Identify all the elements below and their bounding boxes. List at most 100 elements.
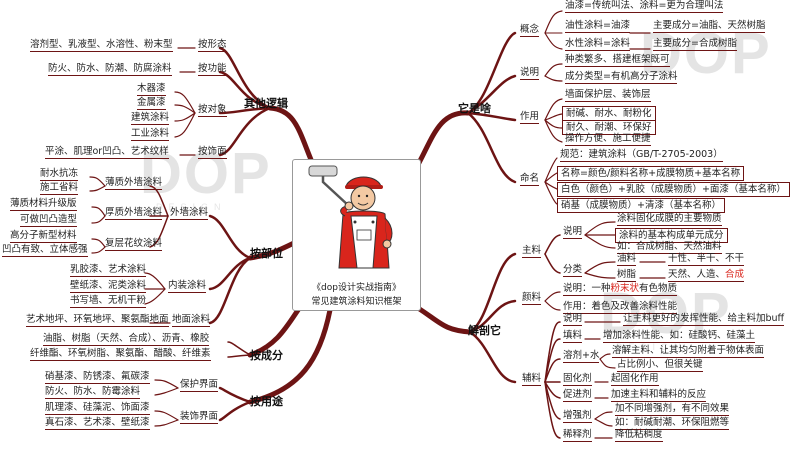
naming-item-2[interactable]: 名称=颜色/颜料名称+成膜物质+基本名称 [557, 166, 745, 181]
node-exterior[interactable]: 外墙涂料 [170, 207, 209, 220]
decor-item-2[interactable]: 真石漆、艺术漆、壁纸漆 [45, 417, 150, 430]
branch-logic[interactable]: 其他逻辑 [244, 97, 288, 110]
naming-item-3[interactable]: 白色（颜色）+乳胶（成膜物质）+面漆（基本名称） [557, 182, 790, 197]
aux-promoter[interactable]: 加速主料和辅料的反应 [611, 389, 707, 402]
aux-solvent-item-2[interactable]: 占比例小、但很关键 [617, 359, 703, 372]
node-concept[interactable]: 概念 [520, 24, 540, 37]
node-by-finish[interactable]: 按饰面 [198, 146, 227, 159]
main-explain-item-1[interactable]: 涂料固化成膜的主要物质 [617, 213, 722, 226]
node-interior[interactable]: 内装涂料 [168, 280, 207, 293]
interior-item-1[interactable]: 乳胶漆、艺术涂料 [70, 264, 147, 277]
branch-usage[interactable]: 按用途 [250, 395, 283, 408]
exterior-thin-item-1[interactable]: 耐水抗冻 [40, 168, 79, 181]
by-finish-item[interactable]: 平涂、肌理or凹凸、艺术纹样 [45, 146, 169, 159]
aux-solvent-item-1[interactable]: 溶解主料、让其均匀附着于物体表面 [612, 345, 765, 358]
watermark-sub-left: DESIGN [156, 202, 227, 212]
node-function[interactable]: 作用 [520, 111, 540, 124]
node-auxiliary[interactable]: 辅料 [522, 373, 542, 386]
concept-item-3-main[interactable]: 主要成分=合成树脂 [653, 38, 737, 51]
node-floor[interactable]: 地面涂料 [172, 314, 211, 327]
resin-types-highlight: 合成 [725, 269, 745, 280]
node-exterior-thin[interactable]: 薄质外墙涂料 [105, 177, 163, 190]
floor-item[interactable]: 艺术地坪、环氧地坪、聚氨酯地面 [26, 314, 169, 327]
node-naming[interactable]: 命名 [520, 173, 540, 186]
naming-item-1[interactable]: 规范：建筑涂料（GB/T-2705-2003） [560, 149, 723, 162]
concept-item-2-main[interactable]: 主要成分=油脂、天然树脂 [653, 20, 766, 33]
node-by-function[interactable]: 按功能 [198, 63, 227, 76]
interior-item-2[interactable]: 壁纸漆、泥类涂料 [70, 280, 147, 293]
branch-anatomy[interactable]: 解剖它 [468, 324, 501, 337]
exterior-thick-item-2[interactable]: 可做凹凸造型 [20, 214, 78, 227]
concept-item-1[interactable]: 油漆=传统叫法、涂料=更为合理叫法 [565, 0, 724, 13]
protect-item-2[interactable]: 防火、防水、防霉涂料 [45, 386, 141, 399]
branch-position[interactable]: 按部位 [250, 247, 283, 260]
resin-types[interactable]: 天然、人造、合成 [668, 269, 745, 282]
central-subtitle: 常见建筑涂料知识框架 [311, 297, 402, 307]
function-item-4[interactable]: 操作方便、施工便捷 [565, 133, 651, 146]
node-decor[interactable]: 装饰界面 [180, 411, 219, 424]
by-object-item-2[interactable]: 金属漆 [137, 97, 166, 110]
node-main-material[interactable]: 主料 [522, 245, 542, 258]
node-what-explain[interactable]: 说明 [520, 67, 540, 80]
watermark-logo-left: DOP [140, 141, 272, 206]
function-item-2[interactable]: 耐碱、耐水、耐粉化 [562, 106, 656, 121]
naming-item-4[interactable]: 硝基（成膜物质）+清漆（基本名称） [557, 198, 725, 213]
concept-item-3[interactable]: 水性涂料=涂料 [565, 38, 630, 51]
by-object-item-4[interactable]: 工业涂料 [131, 128, 170, 141]
oil-types[interactable]: 干性、半干、不干 [668, 253, 745, 266]
node-pigment[interactable]: 颜料 [522, 292, 542, 305]
pigment-role[interactable]: 作用：着色及改善涂料性能 [563, 301, 678, 314]
watermark-logo-top: DOP [640, 21, 772, 86]
by-object-item-1[interactable]: 木器漆 [137, 83, 166, 96]
what-explain-item-1[interactable]: 种类繁多、搭建框架既可 [565, 54, 670, 67]
aux-filler[interactable]: 增加涂料性能、如：硅酸钙、硅藻土 [603, 330, 756, 343]
aux-explain[interactable]: 让主料更好的发挥性能、给主料加buff [623, 313, 785, 326]
what-explain-item-2[interactable]: 成分类型=有机高分子涂料 [565, 71, 678, 84]
exterior-stone-item-1[interactable]: 高分子新型材料 [10, 230, 77, 243]
aux-curing[interactable]: 起固化作用 [611, 373, 659, 386]
function-item-1[interactable]: 墙面保护层、装饰层 [565, 89, 651, 102]
function-item-3[interactable]: 耐久、耐潮、环保好 [562, 120, 656, 135]
by-object-item-3[interactable]: 建筑涂料 [131, 112, 170, 125]
branch-what[interactable]: 它是啥 [458, 102, 491, 115]
exterior-stone-item-2[interactable]: 凹凸有致、立体感强 [2, 244, 88, 257]
main-explain-item-2[interactable]: 涂料的基本构成单元成分 [615, 228, 728, 243]
by-function-item[interactable]: 防火、防水、防潮、防腐涂料 [48, 63, 172, 76]
node-exterior-thick[interactable]: 厚质外墙涂料 [105, 207, 163, 220]
node-by-form[interactable]: 按形态 [198, 39, 227, 52]
composition-item-2[interactable]: 纤维酯、环氧树脂、聚氨酯、醋酸、纤维素 [30, 348, 211, 361]
aux-thinner[interactable]: 降低粘稠度 [615, 429, 663, 442]
interior-item-3[interactable]: 书写墙、无机干粉 [70, 295, 147, 308]
exterior-thin-item-2[interactable]: 施工省料 [40, 182, 79, 195]
aux-thinner-label[interactable]: 稀释剂 [563, 429, 592, 442]
main-explain-item-3[interactable]: 如：合成树脂、天然油料 [617, 241, 722, 254]
aux-enhancer-item-2[interactable]: 如：耐碱耐潮、环保阻燃等 [615, 417, 730, 430]
composition-item-1[interactable]: 油脂、树脂（天然、合成）、沥青、橡胶 [43, 333, 210, 346]
central-topic[interactable]: 《dop设计实战指南》 常见建筑涂料知识框架 [292, 159, 421, 311]
node-exterior-stone[interactable]: 复层花纹涂料 [105, 238, 163, 251]
decor-item-1[interactable]: 肌理漆、硅藻泥、饰面漆 [45, 402, 150, 415]
concept-item-2[interactable]: 油性涂料=油漆 [565, 20, 630, 33]
aux-explain-label[interactable]: 说明 [563, 313, 583, 326]
exterior-thick-item-1[interactable]: 薄质材料升级版 [10, 198, 77, 211]
oil-label[interactable]: 油料 [617, 253, 637, 266]
resin-types-text: 天然、人造、 [668, 269, 726, 280]
main-explain-label[interactable]: 说明 [563, 226, 583, 239]
pigment-explain-suffix: 有色物质 [639, 283, 678, 294]
aux-solvent-label[interactable]: 溶剂+水 [563, 350, 600, 363]
main-class-label[interactable]: 分类 [563, 264, 583, 277]
by-form-item[interactable]: 溶剂型、乳液型、水溶性、粉末型 [30, 39, 173, 52]
aux-filler-label[interactable]: 填料 [563, 330, 583, 343]
aux-curing-label[interactable]: 固化剂 [563, 373, 592, 386]
branch-composition[interactable]: 按成分 [250, 349, 283, 362]
aux-promoter-label[interactable]: 促进剂 [563, 389, 592, 402]
pigment-explain[interactable]: 说明：一种粉末状有色物质 [563, 283, 678, 296]
aux-enhancer-item-1[interactable]: 加不同增强剂，有不同效果 [615, 403, 730, 416]
node-by-object[interactable]: 按对象 [198, 104, 227, 117]
aux-enhancer-label[interactable]: 增强剂 [563, 410, 592, 423]
node-protect[interactable]: 保护界面 [180, 379, 219, 392]
protect-item-1[interactable]: 硝基漆、防锈漆、氟碳漆 [45, 371, 150, 384]
resin-label[interactable]: 树脂 [617, 269, 637, 282]
watermark-sub-right: DESIGN [616, 342, 687, 352]
